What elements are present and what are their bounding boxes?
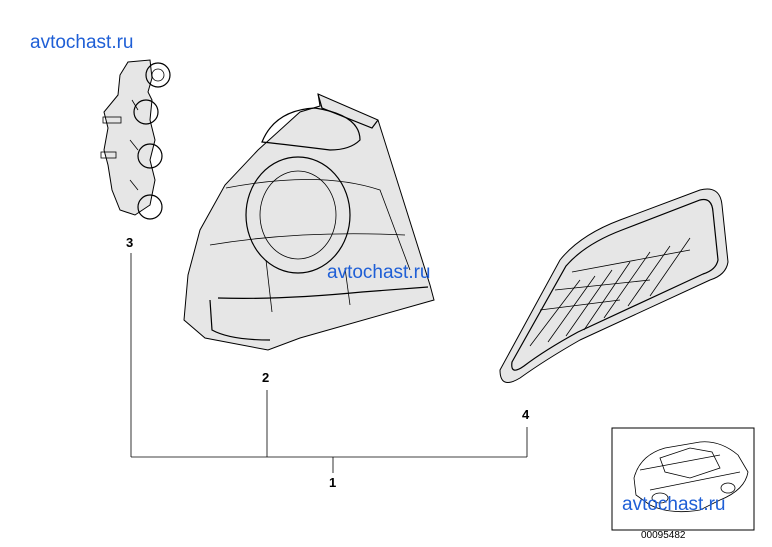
watermark-top-left: avtochast.ru <box>30 32 134 53</box>
callout-1: 1 <box>329 475 337 490</box>
catalog-number: 00095482 <box>641 530 686 541</box>
bulb-holder-icon <box>100 59 171 220</box>
watermark-center: avtochast.ru <box>327 262 431 283</box>
leader-lines <box>130 253 528 473</box>
callout-2: 2 <box>262 370 270 385</box>
callout-4: 4 <box>522 407 530 422</box>
callout-3: 3 <box>126 235 134 250</box>
reflector-icon <box>499 188 729 383</box>
tail-light-icon <box>183 93 435 351</box>
watermark-bottom-right: avtochast.ru <box>622 494 726 515</box>
car-thumbnail-icon <box>611 427 755 531</box>
